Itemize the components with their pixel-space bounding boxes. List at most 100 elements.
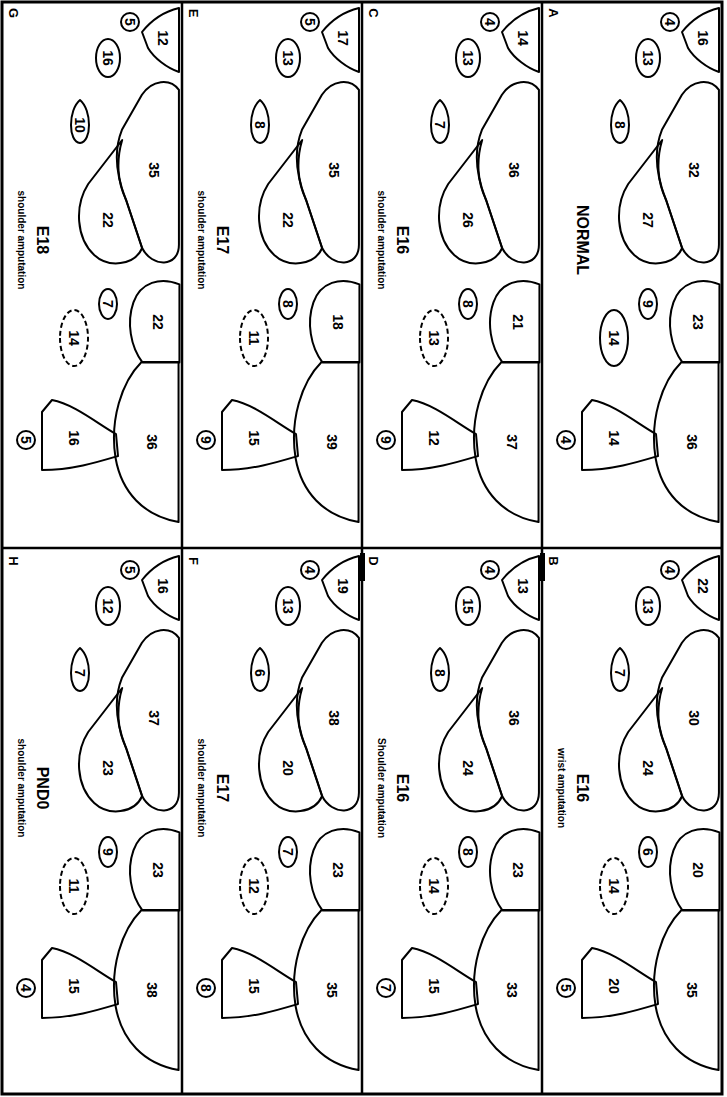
panel-caption: shoulder amputation [196,739,206,838]
region-outline [79,140,142,263]
panel-title: E17 [214,226,230,254]
map-region: 35 [651,907,722,1073]
region-outline [142,8,179,72]
region-number: 9 [379,436,393,444]
region-outline [322,556,359,620]
region-outline [616,137,685,266]
region-outline [402,948,478,1018]
region-outline [420,858,448,914]
region-outline [279,289,297,319]
panel-divider [2,547,722,550]
panel-title: E17 [214,774,230,802]
map-region: 8 [276,286,300,322]
region-outline [322,8,359,72]
region-outline [481,13,499,31]
region-outline [611,648,629,691]
region-outline [279,837,297,867]
panel-caption: shoulder amputation [16,739,26,838]
region-number: 24 [641,760,655,776]
map-region: 12 [237,855,271,917]
region-number: 12 [101,598,115,614]
map-region: 6 [636,834,660,870]
region-outline [222,948,298,1018]
region-outline [259,140,322,263]
region-outline [301,561,319,579]
region-outline [114,362,179,522]
region-number: 35 [325,982,339,998]
panel-title: NORMAL [574,205,590,275]
region-outline [582,948,658,1018]
region-number: 4 [19,984,33,992]
region-outline [301,13,319,31]
region-number: 38 [145,982,159,998]
map-region: 5 [118,10,142,34]
region-number: 20 [281,760,295,776]
region-outline [402,400,478,470]
map-region: 4 [554,428,578,452]
region-outline [611,100,629,143]
map-region: 33 [471,907,542,1073]
panel-letter: A [547,8,560,17]
map-region: 7 [276,834,300,870]
region-outline [600,858,628,914]
region-outline [142,556,179,620]
map-region: 7 [374,976,398,1000]
map-region: 22 [256,137,325,266]
map-region: 36 [651,359,722,525]
region-outline [420,310,448,366]
panel-caption: wrist amputation [556,748,566,828]
region-outline [251,648,269,691]
map-region: 7 [428,97,452,146]
region-outline [117,630,179,810]
region-outline [294,362,359,522]
region-outline [582,400,658,470]
map-region: 39 [291,359,362,525]
map-region: 14 [597,855,631,917]
region-outline [661,13,679,31]
map-region: 20 [256,685,325,814]
map-region: 15 [219,397,301,473]
region-number: 7 [73,669,87,677]
map-region: 23 [307,826,362,913]
panel-letter: F [187,557,200,565]
panel-title: E16 [574,774,590,802]
region-outline [600,310,628,366]
region-outline [682,556,719,620]
region-outline [654,362,719,522]
region-number: 19 [336,578,350,594]
region-number: 39 [325,434,339,450]
region-number: 11 [247,331,261,346]
map-region: 8 [456,834,480,870]
region-number: 23 [511,862,525,878]
region-number: 16 [67,430,81,446]
region-outline [60,310,88,366]
region-number: 5 [303,18,317,26]
region-outline [436,685,505,814]
map-region: 5 [118,558,142,582]
region-number: 4 [663,18,677,26]
divider-bar [540,553,545,581]
region-number: 23 [101,760,115,776]
region-number: 35 [327,162,341,178]
map-region: 13 [633,36,663,80]
map-region: 21 [487,278,542,365]
region-outline [377,431,395,449]
map-region: 23 [487,826,542,913]
map-region: 14 [597,307,631,369]
region-number: 8 [433,669,447,677]
region-number: 16 [101,50,115,66]
region-number: 7 [433,121,447,129]
region-outline [557,979,575,997]
region-outline [240,858,268,914]
region-number: 12 [156,30,170,46]
region-number: 4 [663,566,677,574]
region-outline [240,310,268,366]
map-region: 15 [219,945,301,1021]
region-number: 5 [123,566,137,574]
region-outline [456,39,480,77]
region-outline [682,8,719,72]
region-outline [431,648,449,691]
region-number: 22 [101,212,115,228]
